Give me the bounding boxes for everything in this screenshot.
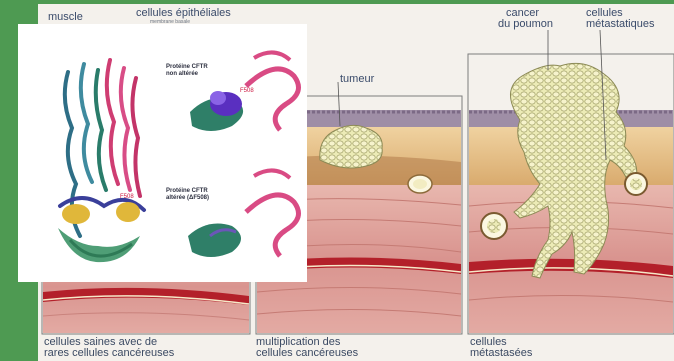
label-epithelial-cells: cellules épithéliales: [136, 8, 231, 19]
metastatic-cell-left: [481, 213, 507, 239]
label-residue-1: F508: [240, 86, 254, 97]
label-muscle: muscle: [48, 12, 83, 23]
protein-inset: [18, 24, 307, 282]
label-protein-normal-line1: Protéine CFTR: [166, 64, 208, 71]
label-cancer-line2: du poumon: [498, 19, 553, 30]
caption-panel-2-line2: cellules cancéreuses: [256, 347, 358, 359]
cancer-cell-small: [408, 175, 432, 193]
metastatic-cell-right: [625, 173, 647, 195]
caption-panel-3-line2: métastasées: [470, 347, 532, 359]
caption-panel-1-line2: rares cellules cancéreuses: [44, 347, 174, 359]
label-protein-mutant-line2: altérée (ΔF508): [166, 195, 209, 202]
label-residue-2: F508: [120, 192, 134, 203]
label-metastatic-line2: métastatiques: [586, 19, 654, 30]
label-epithelial-sub: membrane basale: [150, 19, 190, 25]
label-protein-normal-line2: non altérée: [166, 71, 198, 78]
label-protein-mutant-line1: Protéine CFTR: [166, 188, 208, 195]
label-tumor: tumeur: [340, 74, 374, 85]
